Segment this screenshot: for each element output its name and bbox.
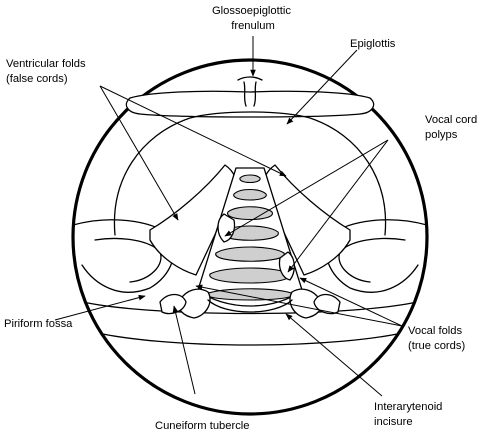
label-line: frenulum (231, 20, 275, 32)
leader-polyp-right (287, 139, 389, 273)
label-line: Vocal folds (408, 325, 463, 337)
label-line: incisure (374, 416, 413, 428)
tracheal-ring (239, 174, 261, 184)
label-line: Epiglottis (350, 38, 396, 50)
label-interarytenoid-incisure: Interarytenoid incisure (374, 401, 446, 428)
label-vocal-cord-polyps: Vocal cord polyps (425, 114, 480, 141)
left-piriform-inner (94, 237, 162, 283)
left-arytenoid (178, 288, 211, 319)
label-glossoepiglottic-frenulum: Glossoepiglottic frenulum (212, 5, 294, 32)
label-line: polyps (425, 129, 458, 141)
label-line: Ventricular folds (6, 58, 86, 70)
tracheal-ring (209, 267, 291, 284)
epiglottis-arch (113, 111, 387, 236)
leader-epiglottis (286, 49, 358, 125)
leader-ventricular-right (99, 85, 287, 177)
right-vocal-cord-polyp (278, 251, 295, 281)
label-cuneiform-tubercle: Cuneiform tubercle (155, 420, 250, 432)
label-line: (true cords) (408, 340, 465, 352)
epiglottis (125, 90, 375, 118)
laryngoscope-view-circle (71, 58, 429, 416)
glossoepiglottic-frenulum-fold (243, 81, 257, 107)
label-line: Interarytenoid (374, 401, 442, 413)
tracheal-ring (227, 206, 273, 220)
leader-interarytenoid (285, 313, 383, 397)
leader-ventricular-left (99, 85, 179, 221)
leader-piriform (54, 294, 146, 321)
leader-polyp-left (224, 139, 389, 237)
leader-truecord-left (195, 284, 403, 327)
tracheal-ring (233, 188, 267, 201)
leader-lines (54, 36, 403, 397)
label-epiglottis: Epiglottis (350, 38, 396, 50)
leader-truecord-right (299, 277, 403, 327)
label-line: Cuneiform tubercle (155, 420, 250, 432)
base-contour-lower (84, 329, 416, 346)
right-piriform-inner (338, 237, 406, 283)
label-ventricular-folds: Ventricular folds (false cords) (6, 58, 89, 85)
label-line: Glossoepiglottic (212, 5, 291, 17)
leader-cuneiform (172, 305, 196, 395)
label-vocal-folds: Vocal folds (true cords) (408, 325, 465, 352)
cuneiform-tubercle-shape (159, 293, 187, 315)
frenulum-top (237, 76, 263, 81)
interarytenoid-incisure-contour (207, 299, 293, 313)
cuneiform-tubercle-shape-right (313, 293, 341, 315)
tracheal-ring (215, 246, 285, 262)
label-line: Piriform fossa (4, 318, 73, 330)
label-piriform-fossa: Piriform fossa (4, 318, 73, 330)
right-arytenoid (289, 288, 322, 319)
label-line: (false cords) (6, 73, 68, 85)
label-line: Vocal cord (425, 114, 477, 126)
